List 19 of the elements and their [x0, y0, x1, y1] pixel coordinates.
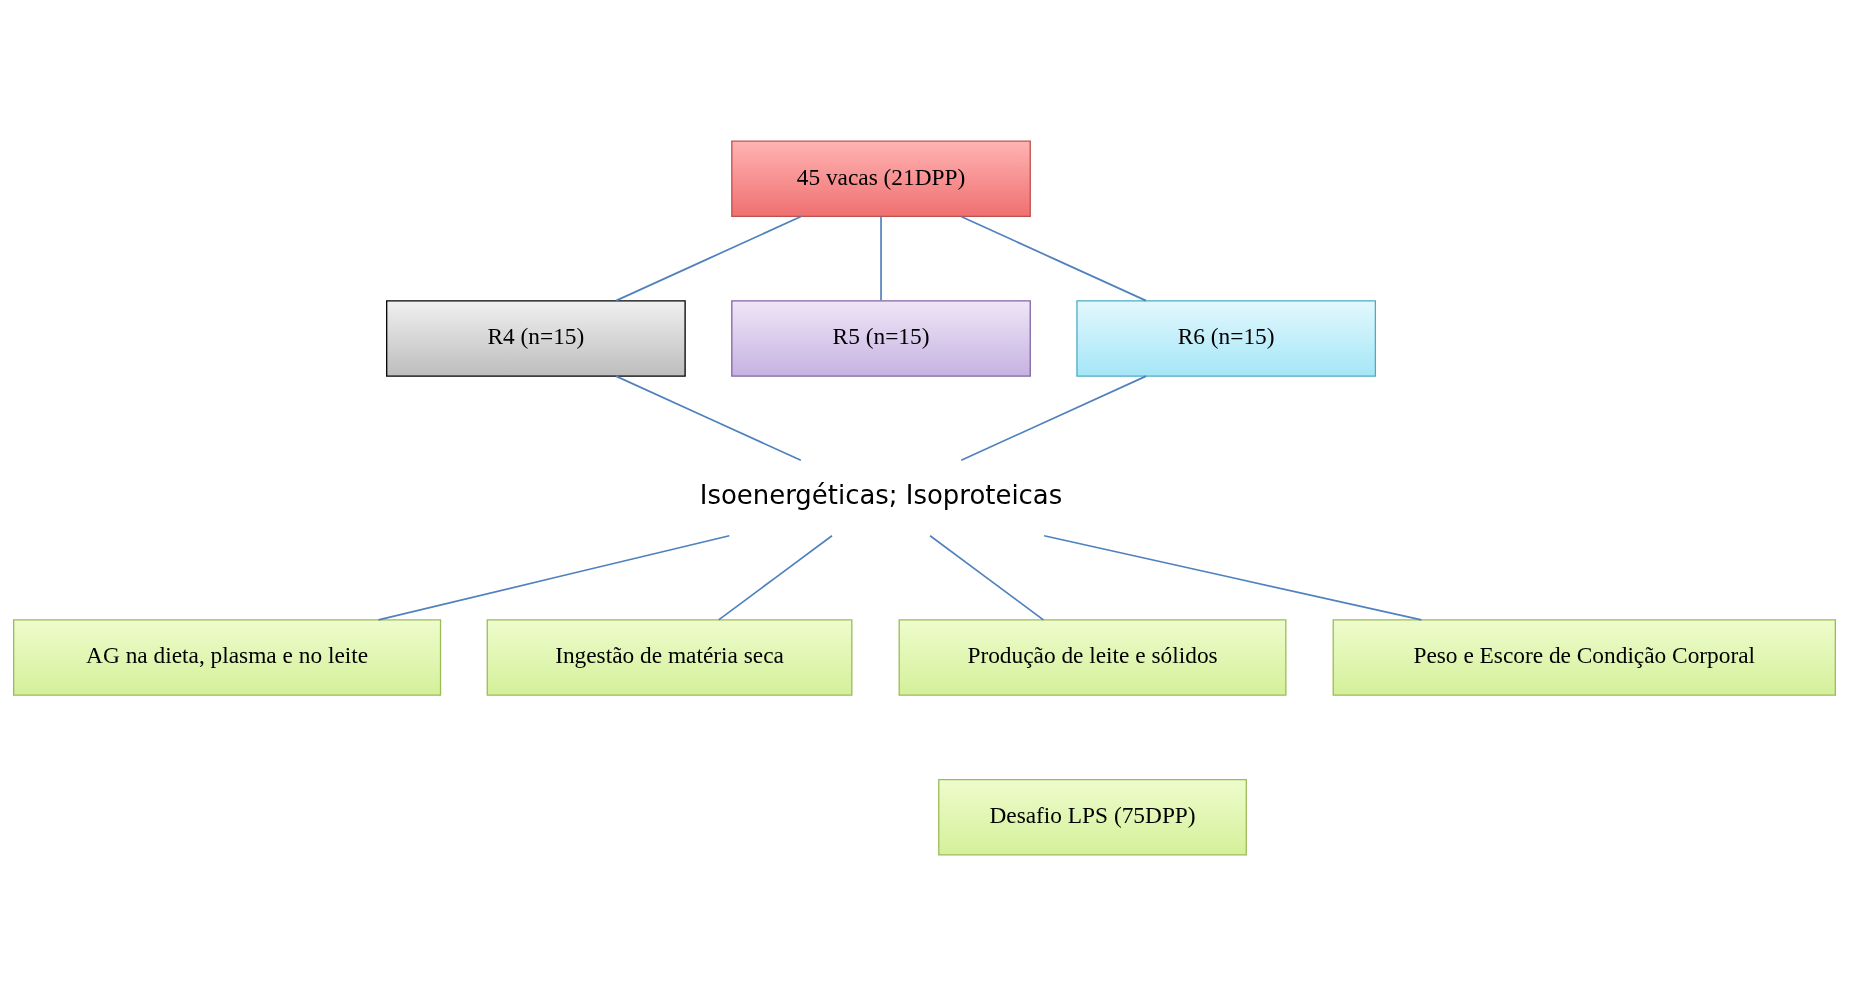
node-box: R6 (n=15) [1076, 300, 1377, 377]
connector [929, 534, 1045, 621]
node-box: Ingestão de matéria seca [486, 619, 853, 696]
connector [960, 375, 1147, 462]
node-box: R5 (n=15) [731, 300, 1031, 377]
node-box: AG na dieta, plasma e no leite [13, 619, 442, 696]
connector [377, 534, 731, 621]
node-box: Peso e Escore de Condição Corporal [1332, 619, 1836, 696]
node-box: R4 (n=15) [386, 300, 686, 377]
connector [960, 215, 1147, 302]
connector [615, 215, 802, 302]
node-box: 45 vacas (21DPP) [731, 140, 1031, 218]
connector [880, 215, 882, 302]
node-box: Produção de leite e sólidos [898, 619, 1287, 696]
connector [615, 375, 802, 462]
node-box: Desafio LPS (75DPP) [938, 778, 1247, 856]
connector [1043, 534, 1423, 621]
connector [717, 534, 833, 621]
node-text: Isoenergéticas; Isoproteicas [699, 480, 1063, 511]
